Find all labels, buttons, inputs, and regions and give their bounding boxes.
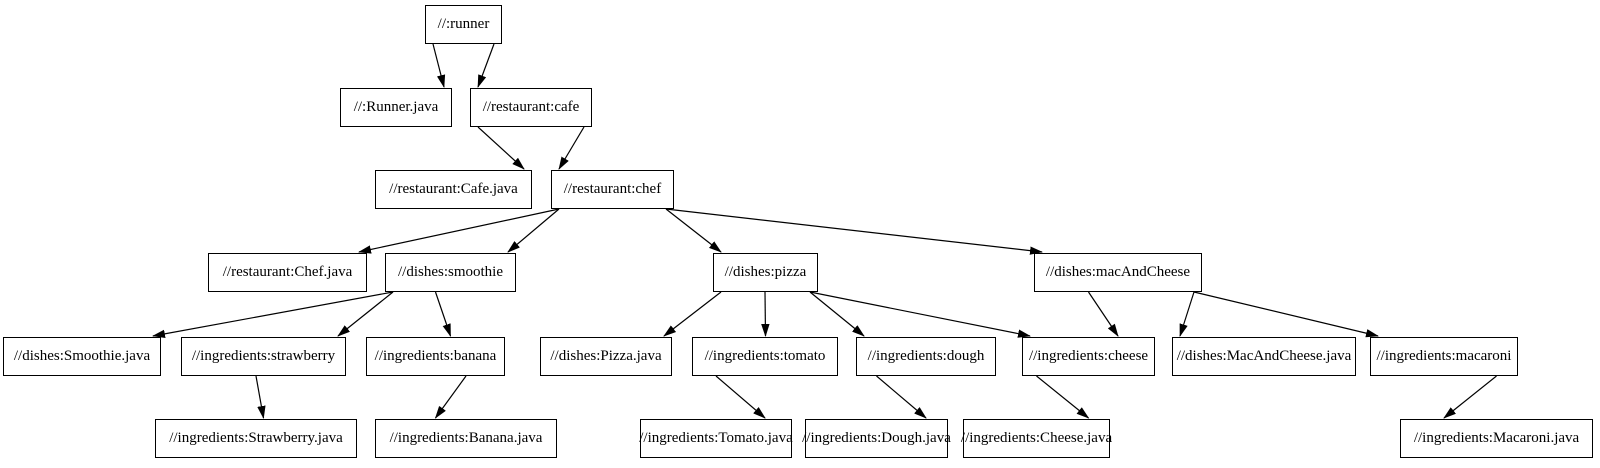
graph-node-banana: //ingredients:banana — [366, 337, 505, 376]
graph-edge-cheese-to-Cheese.java — [1036, 375, 1090, 419]
graph-node-smoothie: //dishes:smoothie — [385, 253, 516, 292]
graph-edge-chef-to-macAndCheese — [665, 208, 1043, 255]
graph-edge-chef-to-Chef.java — [358, 208, 560, 254]
graph-node-dough: //ingredients:dough — [856, 337, 996, 376]
graph-node-MacAndCheese.java: //dishes:MacAndCheese.java — [1172, 337, 1356, 376]
graph-edge-chef-to-smoothie — [507, 208, 560, 253]
graph-node-Banana.java: //ingredients:Banana.java — [375, 419, 557, 458]
graph-edge-tomato-to-Tomato.java — [715, 375, 766, 419]
graph-edge-cafe-to-Cafe.java — [477, 126, 525, 170]
graph-node-macaroni: //ingredients:macaroni — [1370, 337, 1518, 376]
graph-edge-macAndCheese-to-macaroni — [1193, 291, 1379, 338]
graph-node-pizza: //dishes:pizza — [713, 253, 818, 292]
graph-edge-smoothie-to-banana — [434, 291, 452, 337]
graph-node-macAndCheese: //dishes:macAndCheese — [1034, 253, 1202, 292]
graph-edge-pizza-to-tomato — [761, 291, 770, 337]
graph-edge-smoothie-to-Smoothie.java — [152, 291, 394, 338]
graph-edge-chef-to-pizza — [665, 208, 722, 253]
graph-edge-smoothie-to-strawberry — [337, 291, 394, 337]
graph-node-Cheese.java: //ingredients:Cheese.java — [961, 419, 1112, 458]
graph-edge-strawberry-to-Strawberry.java — [255, 375, 266, 419]
graph-node-Dough.java: //ingredients:Dough.java — [802, 419, 951, 458]
graph-edge-runner-to-cafe — [477, 43, 495, 88]
graph-node-Smoothie.java: //dishes:Smoothie.java — [3, 337, 161, 376]
graph-edge-runner-to-Runner.java — [432, 43, 446, 88]
graph-node-strawberry: //ingredients:strawberry — [181, 337, 346, 376]
graph-edge-dough-to-Dough.java — [876, 375, 927, 419]
graph-node-Strawberry.java: //ingredients:Strawberry.java — [155, 419, 357, 458]
graph-node-Macaroni.java: //ingredients:Macaroni.java — [1400, 419, 1593, 458]
graph-node-chef: //restaurant:chef — [551, 170, 674, 209]
graph-edge-pizza-to-dough — [809, 291, 865, 337]
graph-edge-banana-to-Banana.java — [434, 375, 467, 419]
graph-edge-macAndCheese-to-MacAndCheese.java — [1179, 291, 1195, 337]
graph-node-cafe: //restaurant:cafe — [470, 88, 592, 127]
graph-edge-macAndCheese-to-cheese — [1088, 291, 1119, 337]
graph-edge-macaroni-to-Macaroni.java — [1443, 375, 1497, 419]
graph-node-cheese: //ingredients:cheese — [1022, 337, 1155, 376]
graph-node-Chef.java: //restaurant:Chef.java — [208, 253, 367, 292]
graph-edge-cafe-to-chef — [558, 126, 585, 170]
graph-edge-pizza-to-cheese — [809, 291, 1031, 338]
graph-node-Pizza.java: //dishes:Pizza.java — [540, 337, 672, 376]
graph-node-Runner.java: //:Runner.java — [340, 88, 452, 127]
graph-node-Cafe.java: //restaurant:Cafe.java — [375, 170, 532, 209]
graph-edge-pizza-to-Pizza.java — [663, 291, 722, 337]
graph-node-Tomato.java: //ingredients:Tomato.java — [639, 419, 793, 458]
graph-node-runner: //:runner — [425, 5, 502, 44]
graph-node-tomato: //ingredients:tomato — [692, 337, 838, 376]
